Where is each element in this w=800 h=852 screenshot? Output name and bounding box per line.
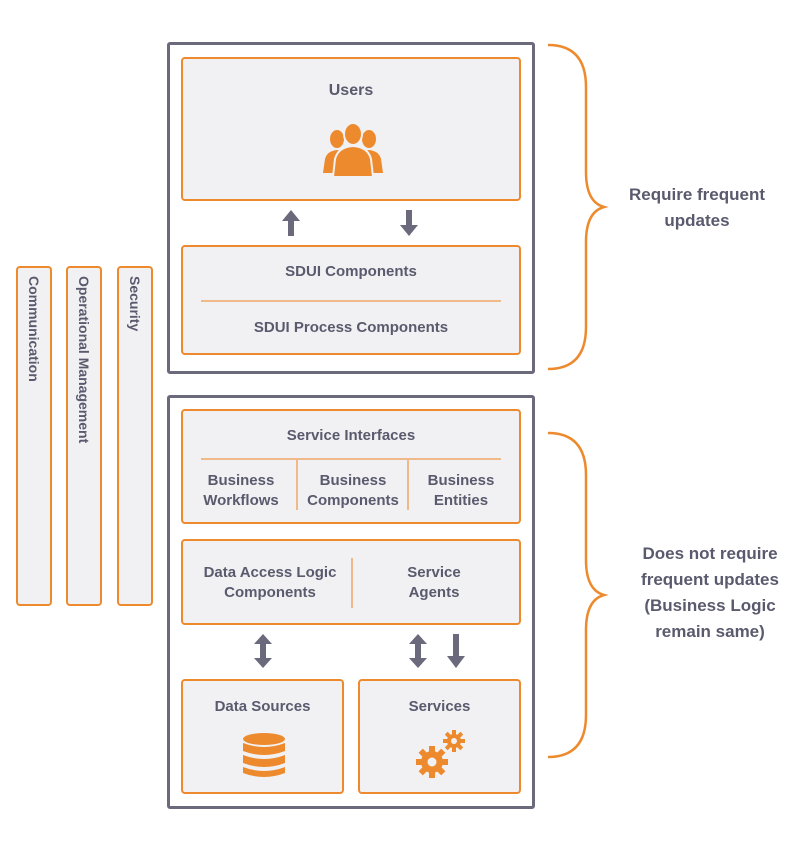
service-agents-line-2: Agents [408,584,460,601]
services-box: Services [358,679,521,794]
business-divider-2 [407,458,409,510]
top-note: Require frequent updates [622,182,772,234]
bottom-note-line-4: remain same) [655,622,765,641]
double-arrow-icon [409,634,427,668]
sdui-divider [201,300,501,302]
communication-bar: Communication [16,266,52,606]
users-group-icon [323,122,383,178]
business-entities-line-1: Business [427,472,495,489]
business-workflows-label: Business Workflows [191,471,291,511]
data-sources-box: Data Sources [181,679,344,794]
data-access-divider [351,558,353,608]
arrow-down-icon [400,210,418,236]
top-brace [547,43,609,371]
bottom-note-line-1: Does not require [642,544,778,563]
business-workflows-line-1: Business [207,472,275,489]
service-agents-line-1: Service [407,564,461,581]
users-label: Users [328,82,374,99]
data-access-line-2: Components [224,584,316,601]
double-arrow-icon [254,634,272,668]
business-components-line-2: Components [307,492,399,509]
business-entities-label: Business Entities [409,471,513,511]
service-interfaces-box: Service Interfaces Business Workflows Bu… [181,409,521,524]
services-label: Services [408,698,471,715]
bottom-note-line-2: frequent updates [641,570,779,589]
data-access-box: Data Access Logic Components Service Age… [181,539,521,625]
security-bar: Security [117,266,153,606]
arrow-up-icon [282,210,300,236]
top-note-line-2: updates [664,211,730,230]
data-access-line-1: Data Access Logic [203,564,337,581]
arrow-down-icon [447,634,465,668]
business-entities-line-2: Entities [433,492,489,509]
data-access-label: Data Access Logic Components [191,563,349,603]
communication-label: Communication [26,276,42,382]
data-sources-label: Data Sources [214,698,311,715]
operational-management-bar: Operational Management [66,266,102,606]
top-note-line-1: Require frequent [628,185,766,204]
service-agents-label: Service Agents [355,563,513,603]
gears-icon [416,730,465,778]
security-label: Security [127,276,143,332]
bottom-note: Does not require frequent updates (Busin… [622,541,798,645]
business-divider-1 [296,458,298,510]
business-workflows-line-2: Workflows [203,492,279,509]
operational-management-label: Operational Management [76,276,92,444]
database-icon [243,733,285,777]
bottom-note-line-3: (Business Logic [644,596,776,615]
users-box: Users [181,57,521,201]
business-components-label: Business Components [298,471,408,511]
service-interfaces-label: Service Interfaces [286,427,416,444]
service-interfaces-divider [201,458,501,460]
bottom-brace [547,431,609,759]
sdui-box: SDUI Components SDUI Process Components [181,245,521,355]
sdui-components-label: SDUI Components [285,263,417,280]
sdui-process-components-label: SDUI Process Components [253,319,449,336]
business-components-line-1: Business [319,472,387,489]
